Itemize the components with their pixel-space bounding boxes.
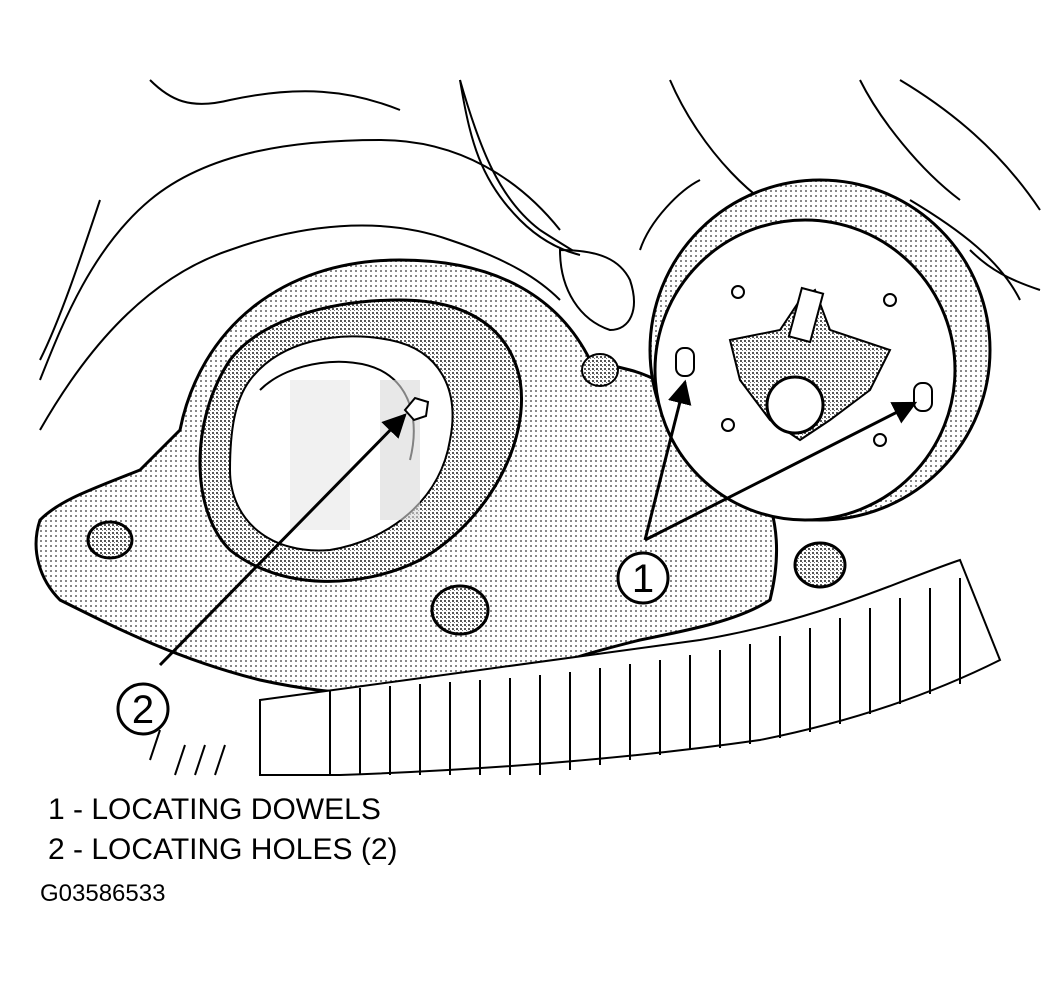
flange-stud <box>581 353 619 387</box>
locating-dowel <box>675 347 695 377</box>
leader-line-2 <box>158 413 407 667</box>
locating-hole-mark <box>403 396 430 422</box>
flange-bolt-hole <box>430 584 490 636</box>
flange-bolt-hole <box>86 520 134 560</box>
legend-item-1: 1 - LOCATING DOWELS <box>48 793 381 826</box>
callout-1-number: 1 <box>632 557 654 601</box>
legend-item-2: 2 - LOCATING HOLES (2) <box>48 833 398 866</box>
leader-line-1b <box>644 401 918 542</box>
callout-leaders <box>158 379 918 667</box>
flange-bolt-hole <box>793 541 847 589</box>
engine-illustration: 1 2 <box>34 79 1041 776</box>
hand-outline <box>459 79 701 332</box>
callout-2: 2 <box>116 682 170 736</box>
callout-1: 1 <box>616 551 670 605</box>
thermostat-housing-flange <box>34 258 847 697</box>
corrugated-hose <box>149 558 1002 776</box>
callout-2-number: 2 <box>132 688 154 732</box>
thermostat-housing <box>648 178 992 522</box>
legend: 1 - LOCATING DOWELS 2 - LOCATING HOLES (… <box>48 790 398 870</box>
leader-line-1a <box>643 379 692 541</box>
figure-id: G03586533 <box>40 880 166 907</box>
locating-dowel <box>913 382 933 412</box>
